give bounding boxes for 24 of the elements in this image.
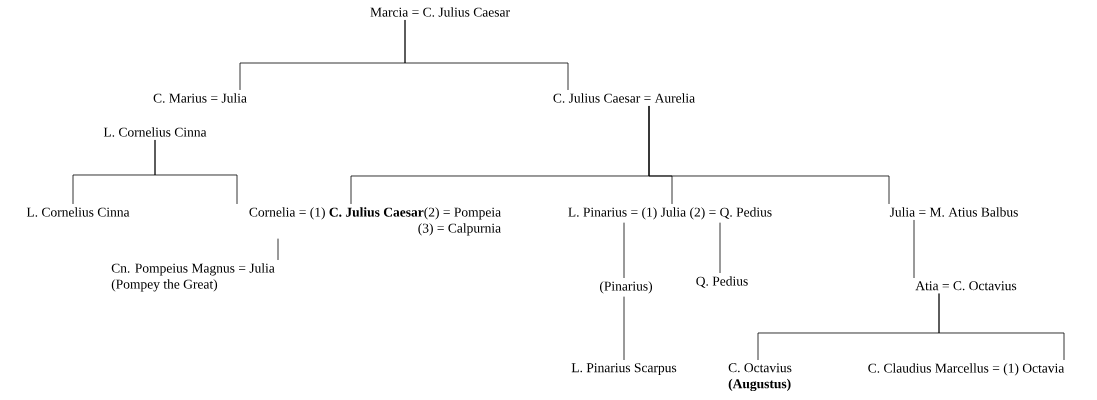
person-name: Atia = C. Octavius xyxy=(915,281,1017,291)
person-name: Cn. Pompeius Magnus = Julia (Pompey the Great) xyxy=(111,263,275,292)
person-name: C. Octavius (Augustus) xyxy=(728,363,792,392)
person-name: Cornelia = (1) C. Julius Caesar(2) = Pompeia (3) = Calpurnia xyxy=(249,207,501,236)
family-line xyxy=(938,293,1065,361)
person-name: C. Claudius Marcellus = (1) Octavia xyxy=(868,363,1065,376)
family-line xyxy=(623,296,625,361)
person-name: Julia = M. Atius Balbus xyxy=(889,207,1018,217)
person-name: L. Pinarius = (1) Julia (2) = Q. Pedius xyxy=(568,207,772,220)
family-line xyxy=(719,222,721,274)
family-line xyxy=(648,105,890,205)
person-name: C. Julius Caesar = Aurelia xyxy=(553,93,695,103)
person-name: L. Cornelius Cinna xyxy=(26,207,130,217)
family-line xyxy=(623,222,625,279)
family-line xyxy=(404,19,569,91)
person-name: (Pinarius) xyxy=(600,281,653,294)
person-name: L. Cornelius Cinna xyxy=(103,127,207,137)
person-name: Marcia = C. Julius Caesar xyxy=(370,7,510,17)
person-name: Q. Pedius xyxy=(696,276,748,288)
family-line xyxy=(277,238,279,261)
family-line xyxy=(154,139,238,205)
person-name: L. Pinarius Scarpus xyxy=(571,363,677,375)
family-line xyxy=(913,219,915,279)
person-name: C. Marius = Julia xyxy=(153,93,247,103)
